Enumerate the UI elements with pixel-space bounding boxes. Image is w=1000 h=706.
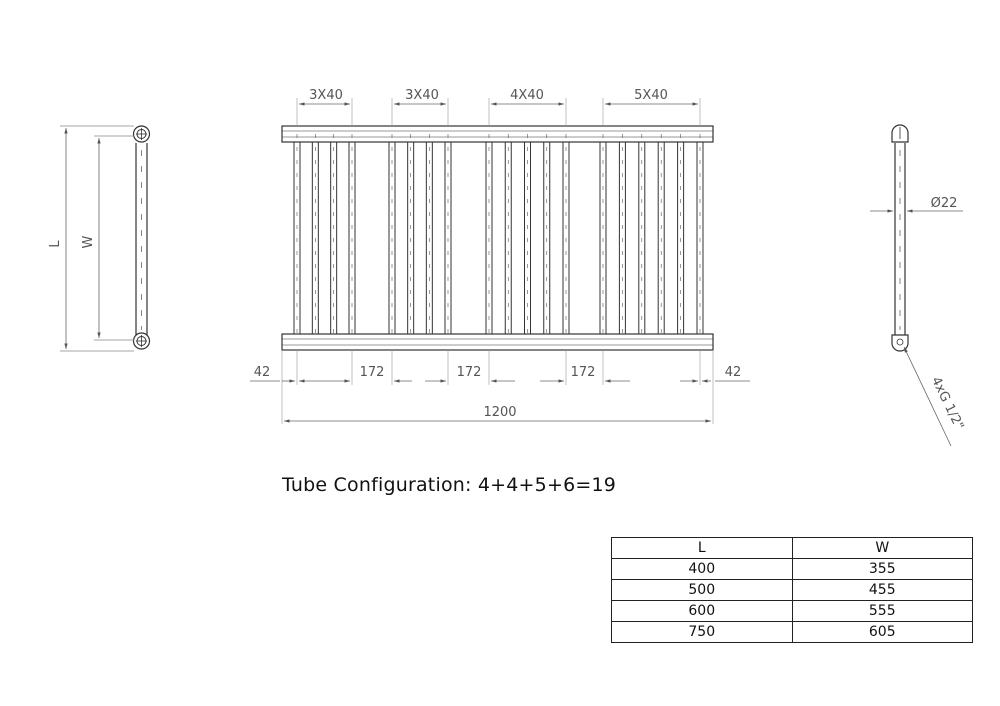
cell-l: 500	[611, 579, 793, 601]
diameter-label: Ø22	[931, 196, 958, 211]
right-bottom-cap-icon	[891, 334, 909, 352]
cell-w: 605	[791, 621, 973, 643]
right-side-view	[870, 124, 963, 447]
top-dim-2: 3X40	[405, 88, 439, 103]
header-l: L	[611, 537, 793, 559]
table-row: 500 455	[611, 579, 973, 601]
left-side-view	[60, 125, 151, 352]
left-top-valve-icon	[132, 125, 151, 143]
top-rail	[281, 125, 714, 143]
table-header-row: L W	[611, 537, 973, 559]
gap-dim-3: 172	[571, 365, 596, 380]
table-row: 750 605	[611, 621, 973, 643]
cell-w: 455	[791, 579, 973, 601]
size-table: L W 400 355 500 455 600 555 750 605	[611, 537, 973, 643]
right-top-cap-icon	[891, 124, 909, 143]
width-label: W	[81, 235, 96, 248]
top-dim-4: 5X40	[634, 88, 668, 103]
left-bottom-valve-icon	[132, 332, 151, 350]
bottom-rail	[281, 333, 714, 351]
cell-w: 355	[791, 558, 973, 580]
top-dim-3: 4X40	[510, 88, 544, 103]
top-dim-1: 3X40	[309, 88, 343, 103]
gap-dim-2: 172	[457, 365, 482, 380]
edge-left-dim: 42	[254, 365, 271, 380]
cell-w: 555	[791, 600, 973, 622]
header-w: W	[791, 537, 973, 559]
front-view	[250, 98, 750, 424]
tube-configuration-caption: Tube Configuration: 4+4+5+6=19	[282, 474, 617, 496]
cell-l: 750	[611, 621, 793, 643]
cell-l: 400	[611, 558, 793, 580]
table-row: 400 355	[611, 558, 973, 580]
length-label: L	[48, 240, 63, 248]
table-row: 600 555	[611, 600, 973, 622]
tube-group	[293, 134, 704, 342]
connection-label: 4xG 1/2"	[928, 375, 967, 433]
cell-l: 600	[611, 600, 793, 622]
overall-width-dim: 1200	[483, 405, 516, 420]
edge-right-dim: 42	[725, 365, 742, 380]
gap-dim-1: 172	[360, 365, 385, 380]
